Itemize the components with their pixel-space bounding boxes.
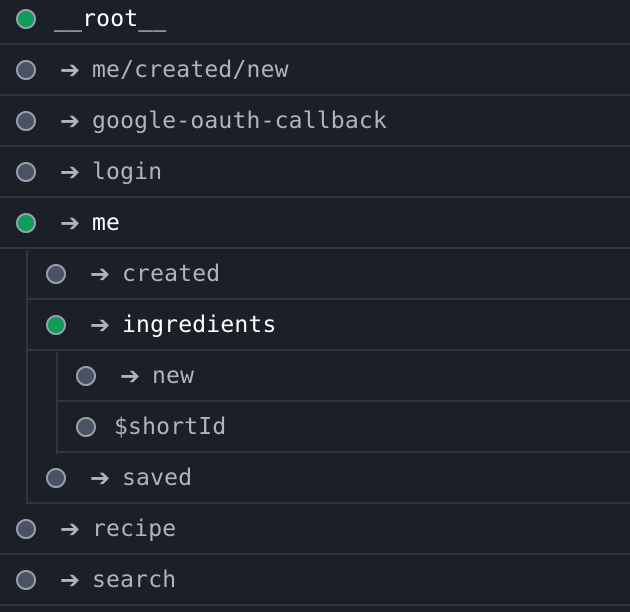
route-status-dot-icon	[16, 60, 36, 80]
arrow-right-icon: ➔	[90, 464, 111, 492]
route-label: ingredients	[122, 312, 277, 338]
route-status-dot-icon	[16, 570, 36, 590]
arrow-right-icon: ➔	[60, 566, 81, 594]
arrow-right-icon: ➔	[60, 209, 81, 237]
arrow-right-icon: ➔	[90, 260, 111, 288]
route-status-dot-icon	[16, 162, 36, 182]
route-label: recipe	[92, 516, 177, 542]
route-status-dot-icon	[16, 9, 36, 29]
route-status-dot-icon	[46, 468, 66, 488]
route-row-me-ingredients-new[interactable]: ➔ new	[56, 352, 630, 402]
route-status-dot-icon	[46, 315, 66, 335]
route-status-dot-icon	[46, 264, 66, 284]
route-status-dot-icon	[76, 366, 96, 386]
route-label: search	[92, 567, 177, 593]
route-row-me[interactable]: ➔ me	[0, 199, 630, 249]
route-row-search[interactable]: ➔ search	[0, 556, 630, 606]
route-label: google-oauth-callback	[92, 108, 387, 134]
route-label: login	[92, 159, 163, 185]
route-row-login[interactable]: ➔ login	[0, 148, 630, 198]
route-row-me-saved[interactable]: ➔ saved	[26, 454, 630, 504]
nest-line-me	[26, 250, 28, 504]
arrow-right-icon: ➔	[60, 158, 81, 186]
route-status-dot-icon	[16, 519, 36, 539]
route-label: me/created/new	[92, 57, 289, 83]
route-label: __root__	[54, 6, 167, 32]
route-label: $shortId	[114, 414, 227, 440]
route-row-me-created-new[interactable]: ➔ me/created/new	[0, 46, 630, 96]
route-row-me-created[interactable]: ➔ created	[26, 250, 630, 300]
nest-line-ingredients	[56, 352, 58, 454]
route-label: new	[152, 363, 195, 389]
route-row-google-oauth-callback[interactable]: ➔ google-oauth-callback	[0, 97, 630, 147]
route-status-dot-icon	[16, 213, 36, 233]
route-status-dot-icon	[16, 111, 36, 131]
route-row-root[interactable]: __root__	[0, 0, 630, 45]
arrow-right-icon: ➔	[60, 107, 81, 135]
arrow-right-icon: ➔	[90, 311, 111, 339]
arrow-right-icon: ➔	[60, 515, 81, 543]
route-row-recipe[interactable]: ➔ recipe	[0, 505, 630, 555]
route-label: created	[122, 261, 221, 287]
route-label: saved	[122, 465, 193, 491]
arrow-right-icon: ➔	[120, 362, 141, 390]
route-label: me	[92, 210, 121, 236]
route-row-me-ingredients-shortid[interactable]: $shortId	[56, 403, 630, 453]
route-row-me-ingredients[interactable]: ➔ ingredients	[26, 301, 630, 351]
arrow-right-icon: ➔	[60, 56, 81, 84]
route-status-dot-icon	[76, 417, 96, 437]
